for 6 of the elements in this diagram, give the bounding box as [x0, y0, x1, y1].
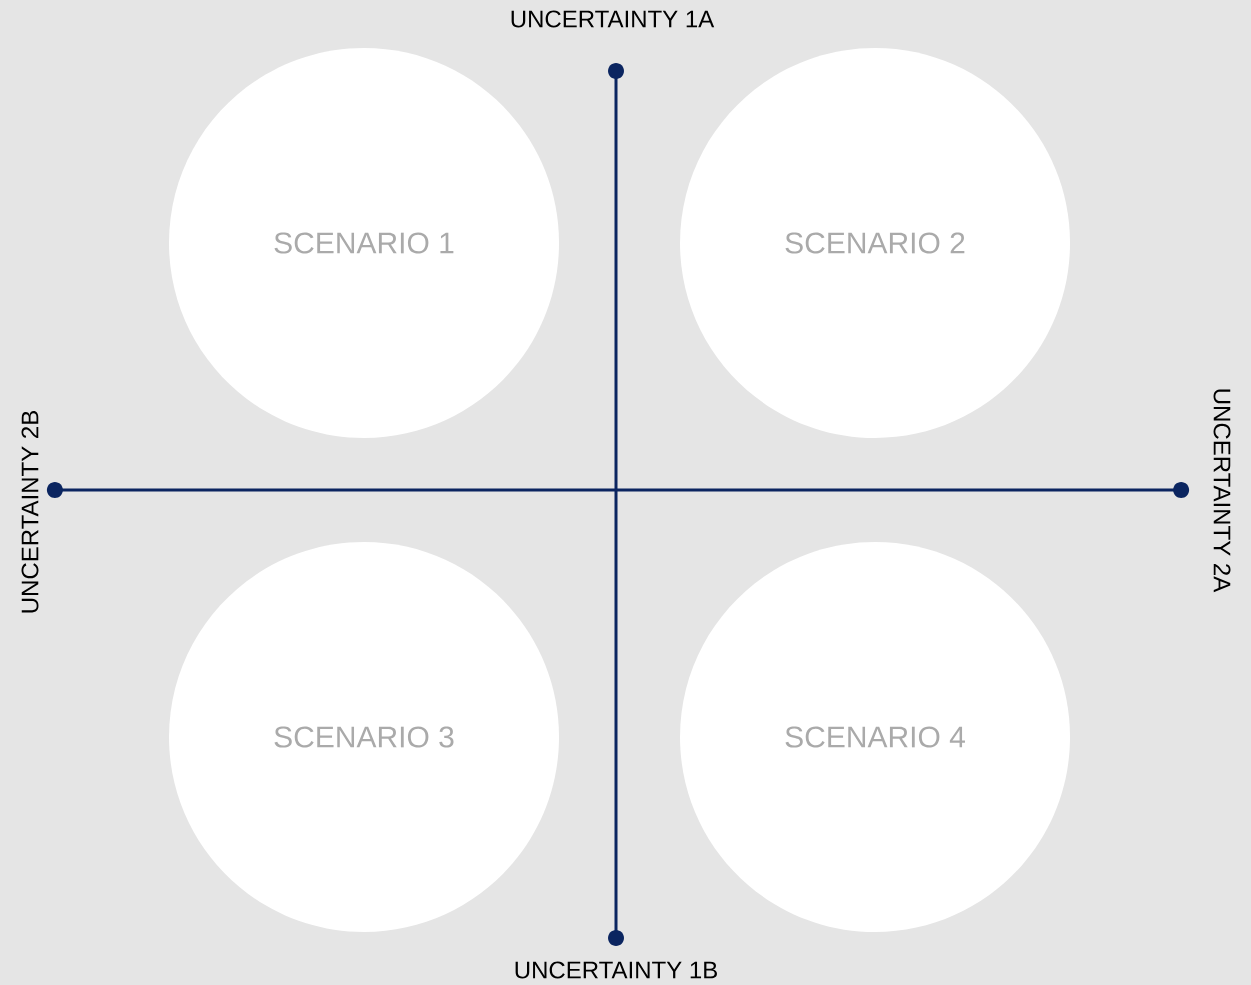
axis-line [46, 482, 1190, 498]
axis-label: UNCERTAINTY 1A [511, 10, 715, 28]
axis-line [608, 62, 624, 947]
axis-label: UNCERTAINTY 1B [515, 961, 717, 979]
axis-label: UNCERTAINTY 2B [21, 411, 39, 613]
axis-label: UNCERTAINTY 2A [1213, 389, 1231, 593]
